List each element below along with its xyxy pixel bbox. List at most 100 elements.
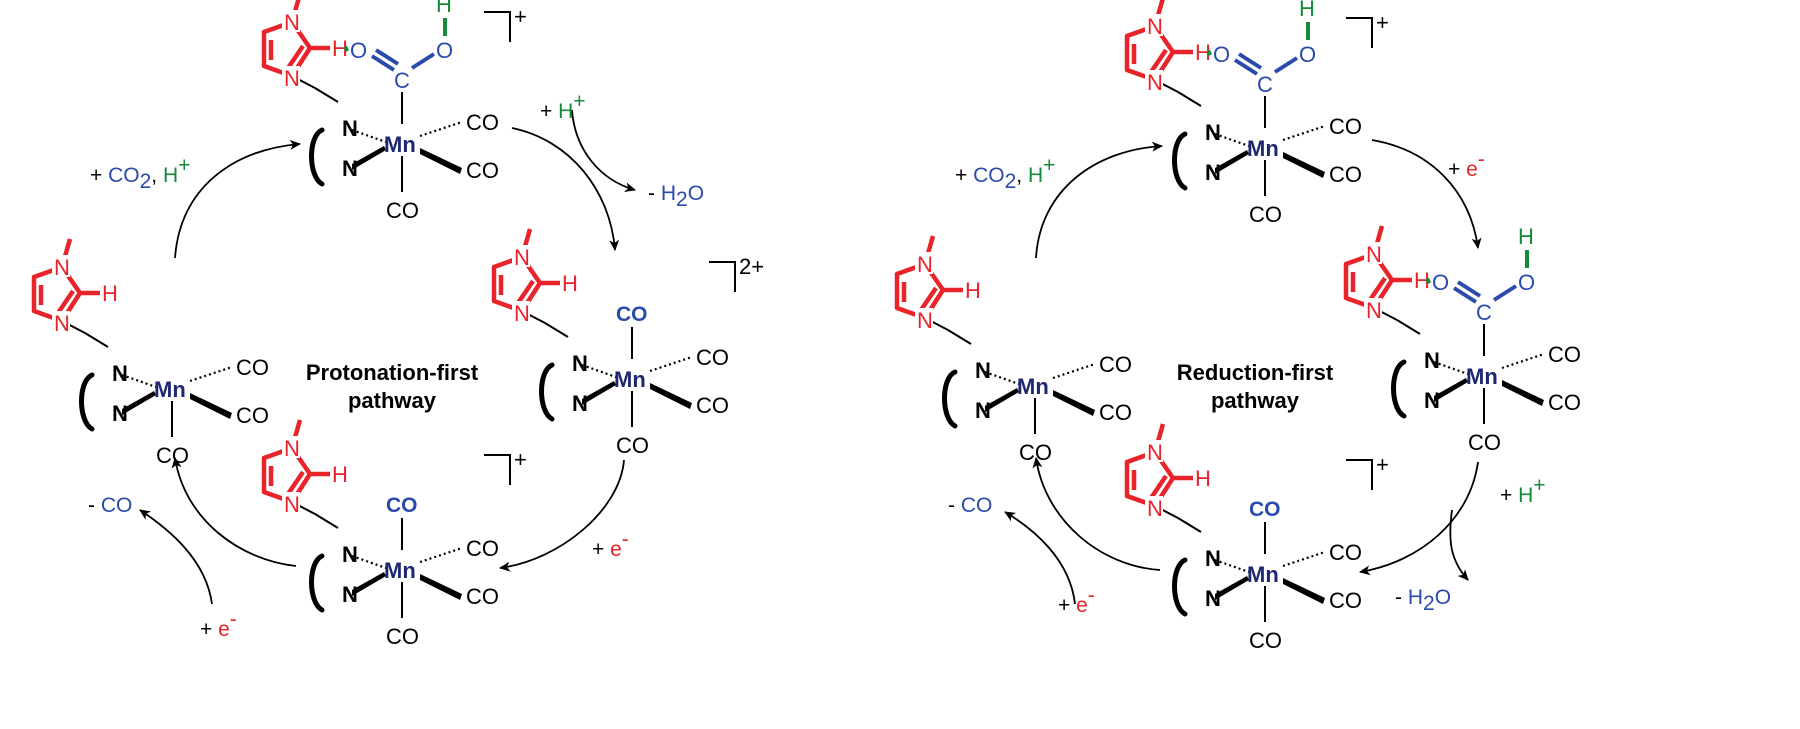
proton-label: H bbox=[558, 100, 573, 123]
minus-sign: - bbox=[648, 182, 661, 205]
arrow-right-2 bbox=[1371, 139, 1482, 249]
co-label: CO bbox=[961, 494, 993, 517]
proton-label: H bbox=[163, 164, 178, 187]
charge-bracket bbox=[709, 261, 736, 292]
co-ligand: CO bbox=[1548, 390, 1581, 415]
co-ligand: CO bbox=[1099, 352, 1132, 377]
ligand-n-atom: N bbox=[975, 398, 991, 423]
reagent-h-right: + H+ bbox=[1500, 474, 1546, 507]
hydrogen-bond bbox=[342, 45, 350, 53]
reagent-co2-h-right: + CO2, H+ bbox=[955, 154, 1055, 193]
arrow-right-1 bbox=[1035, 141, 1163, 259]
water-h: H bbox=[1408, 586, 1423, 609]
co-ligand: CO bbox=[466, 110, 499, 135]
co2-label: CO bbox=[108, 164, 140, 187]
imidazole-ring bbox=[264, 420, 338, 528]
imidazole-ring bbox=[34, 239, 108, 347]
single-bond bbox=[410, 52, 436, 70]
co-ligand: CO bbox=[466, 536, 499, 561]
superscript: - bbox=[622, 528, 629, 551]
co-ligand: CO bbox=[386, 624, 419, 649]
imidazole-h-atom: H bbox=[332, 36, 348, 61]
ligand-n-atom: N bbox=[342, 116, 358, 141]
charge-bracket bbox=[484, 454, 511, 485]
reagent-e-right: + e- bbox=[1448, 148, 1485, 181]
co2-label: CO bbox=[973, 164, 1005, 187]
arrow-left-2b bbox=[571, 109, 636, 193]
co-ligand: CO bbox=[696, 345, 729, 370]
plus-sign: + bbox=[955, 164, 973, 187]
ligand-n-atom: N bbox=[572, 351, 588, 376]
reagent-e-left: + e- bbox=[592, 528, 629, 561]
double-bond bbox=[374, 48, 400, 66]
imidazole-ring bbox=[1127, 424, 1201, 532]
co-ligand-top: CO bbox=[386, 494, 418, 517]
arrow-left-1 bbox=[174, 139, 301, 259]
subscript: 2 bbox=[140, 170, 152, 193]
co-ligand: CO bbox=[1249, 628, 1282, 653]
carboxyl-c-atom: C bbox=[1476, 300, 1492, 325]
co-ligand: CO bbox=[236, 355, 269, 380]
superscript: - bbox=[1088, 584, 1095, 607]
water-o: O bbox=[1435, 586, 1451, 609]
arrow-left-2 bbox=[511, 127, 620, 251]
charge-label: + bbox=[514, 447, 527, 472]
carboxyl-o-atom: O bbox=[1432, 270, 1449, 295]
ligand-n-atom: N bbox=[1205, 160, 1221, 185]
charge-label: + bbox=[514, 4, 527, 29]
comma: , bbox=[151, 164, 163, 187]
charge-label: + bbox=[1376, 452, 1389, 477]
co-ligand: CO bbox=[1548, 342, 1581, 367]
charge-left-top: + bbox=[484, 4, 527, 42]
hydroxyl-o-atom: O bbox=[1518, 270, 1535, 295]
mn-atom: Mn bbox=[614, 367, 646, 392]
co-ligand-top: CO bbox=[1249, 498, 1281, 521]
electron-label: e bbox=[1466, 158, 1478, 181]
imidazole-h-atom: H bbox=[1195, 466, 1211, 491]
imidazole-n-atom: N bbox=[1147, 14, 1163, 39]
hydroxyl-o-atom: O bbox=[1299, 42, 1316, 67]
hydroxyl-h-atom: H bbox=[1299, 0, 1315, 21]
co-ligand: CO bbox=[386, 198, 419, 223]
co-ligand-top: CO bbox=[616, 303, 648, 326]
double-bond bbox=[1237, 52, 1263, 70]
single-bond bbox=[1273, 56, 1299, 74]
imidazole-n-atom: N bbox=[284, 66, 300, 91]
double-bond bbox=[1233, 58, 1259, 76]
imidazole-ring bbox=[897, 236, 971, 344]
mn-atom: Mn bbox=[154, 377, 186, 402]
charge-left-bottom: + bbox=[484, 447, 527, 485]
right-pathway-subtitle: pathway bbox=[1211, 388, 1300, 413]
arrow-right-4 bbox=[1032, 457, 1161, 571]
imidazole-n-atom: N bbox=[917, 308, 933, 333]
single-bond bbox=[1492, 284, 1518, 302]
imidazole-n-atom: N bbox=[54, 255, 70, 280]
imidazole-n-atom: N bbox=[514, 301, 530, 326]
left-pathway-subtitle: pathway bbox=[348, 388, 437, 413]
plus-sign: + bbox=[1448, 158, 1466, 181]
left-pathway-title: Protonation-first bbox=[306, 360, 479, 385]
co-label: CO bbox=[101, 494, 133, 517]
co-ligand: CO bbox=[1099, 400, 1132, 425]
imidazole-n-atom: N bbox=[54, 311, 70, 336]
mn-atom: Mn bbox=[1466, 364, 1498, 389]
co-ligand: CO bbox=[616, 433, 649, 458]
imidazole-n-atom: N bbox=[1366, 298, 1382, 323]
imidazole-h-atom: H bbox=[1414, 268, 1430, 293]
comma: , bbox=[1016, 164, 1028, 187]
ligand-n-atom: N bbox=[1424, 348, 1440, 373]
plus-sign: + bbox=[90, 164, 108, 187]
imidazole-h-atom: H bbox=[102, 281, 118, 306]
minus-sign: - bbox=[1395, 586, 1408, 609]
superscript: + bbox=[1533, 474, 1545, 497]
electron-label: e bbox=[1076, 594, 1088, 617]
charge-label: + bbox=[1376, 10, 1389, 35]
ligand-n-atom: N bbox=[1205, 546, 1221, 571]
co-ligand: CO bbox=[466, 158, 499, 183]
co-ligand: CO bbox=[1329, 540, 1362, 565]
